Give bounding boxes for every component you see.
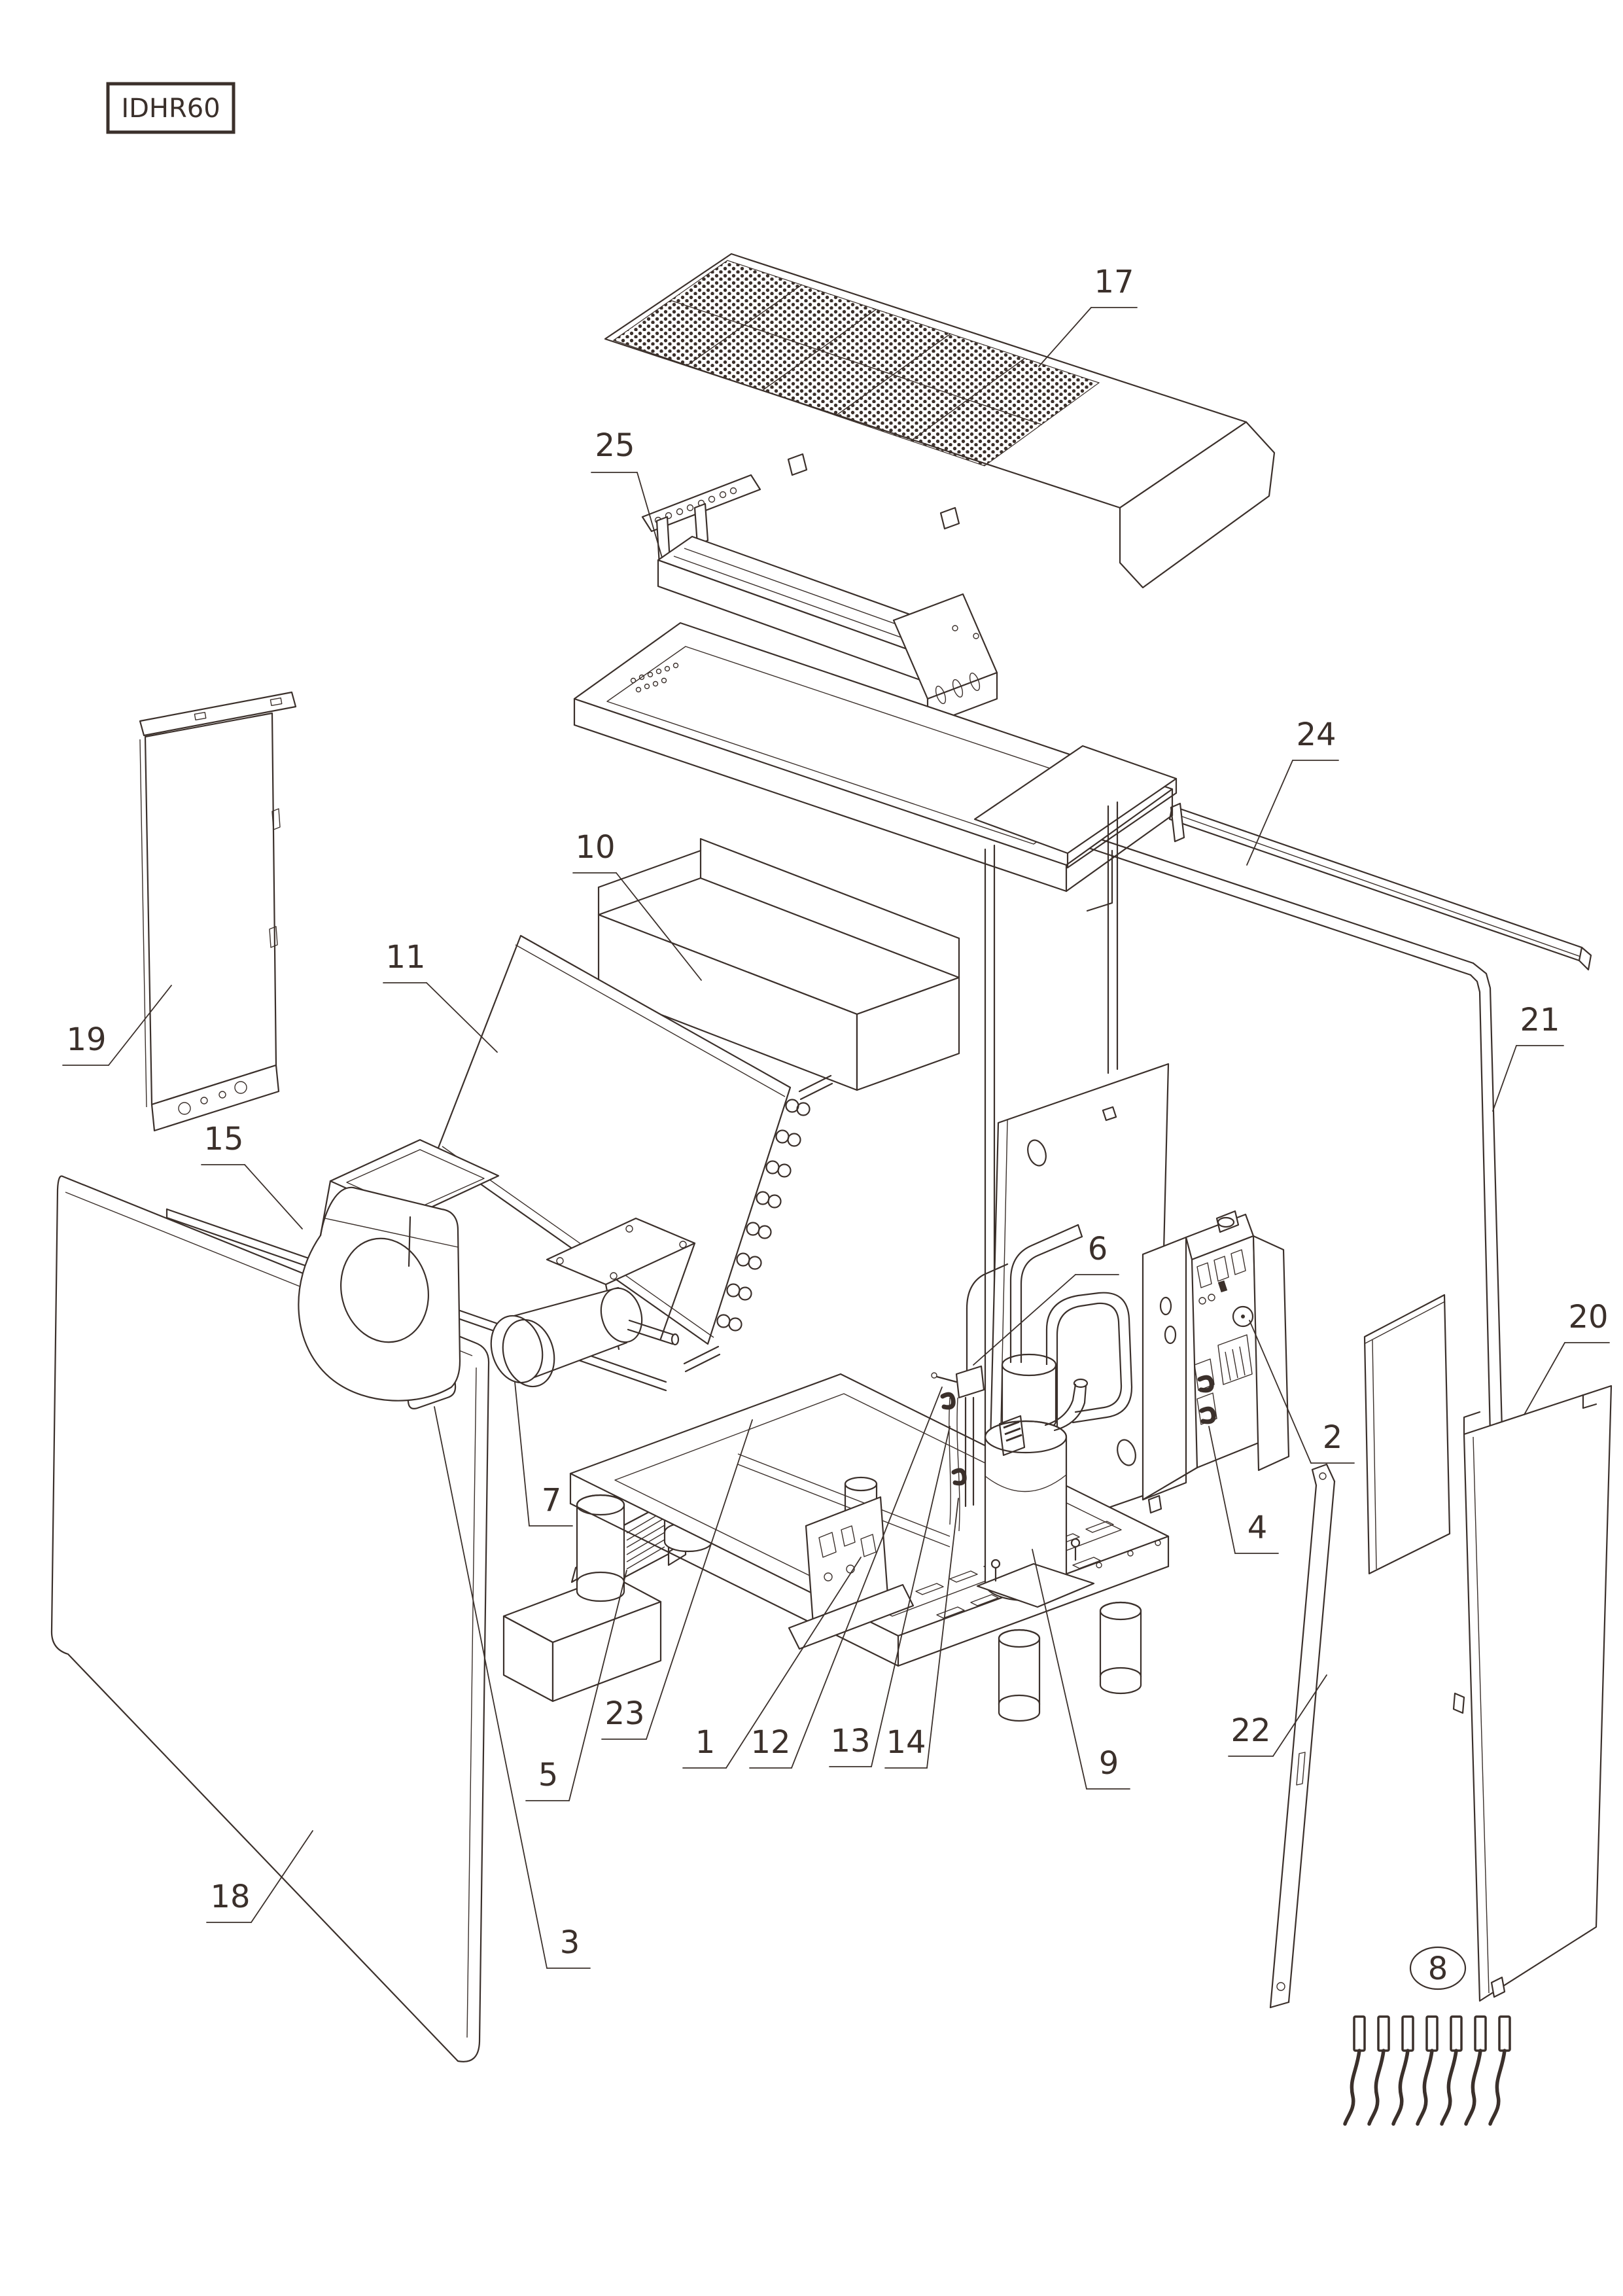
callout-24: 24 <box>1296 716 1336 753</box>
callout-9: 9 <box>1099 1745 1119 1782</box>
part-22-mounting-strip <box>1269 1463 1336 2009</box>
leader-lines <box>62 307 1610 1969</box>
part-11-evaporator-coil <box>435 934 833 1373</box>
callout-labels: 17 25 24 10 11 19 21 15 6 20 2 7 4 23 1 … <box>66 264 1609 1990</box>
foot <box>1099 1601 1142 1695</box>
part-17-top-grille-cover <box>604 253 1276 589</box>
callout-3: 3 <box>560 1924 580 1961</box>
part-19-left-side-panel <box>139 691 297 1132</box>
foot <box>998 1629 1041 1722</box>
callout-20: 20 <box>1568 1299 1608 1335</box>
callout-1: 1 <box>695 1724 716 1761</box>
rail-perforations <box>654 487 737 524</box>
part-15-blower-housing <box>298 1139 500 1402</box>
part-25-support-rail <box>641 474 998 726</box>
wire <box>1393 2017 1413 2124</box>
model-badge: IDHR60 <box>106 82 236 134</box>
electrical-box-pcb <box>1194 1249 1254 1425</box>
middle-cover-panel <box>1363 1294 1451 1575</box>
callout-11: 11 <box>385 939 425 976</box>
part-24-top-strip <box>1168 802 1592 971</box>
service-valve <box>955 1365 985 1399</box>
callout-22: 22 <box>1230 1712 1270 1749</box>
sensor-clip-13 <box>940 1392 956 1410</box>
model-badge-label: IDHR60 <box>121 94 220 124</box>
wire-clamp <box>1199 1406 1216 1424</box>
wire <box>1369 2017 1389 2124</box>
compressor-label-sticker <box>998 1415 1026 1457</box>
part-20-right-side-panel <box>1452 1385 1613 2002</box>
part-8-wire-set <box>1345 2017 1510 2124</box>
callout-5: 5 <box>538 1757 559 1793</box>
sensor-clip-14 <box>951 1468 967 1486</box>
callout-14: 14 <box>886 1724 926 1761</box>
callout-8: 8 <box>1428 1951 1448 1987</box>
part-7-fan-motor <box>490 1217 696 1388</box>
wire <box>1490 2017 1510 2124</box>
callout-23: 23 <box>604 1695 644 1732</box>
callout-13: 13 <box>830 1723 870 1759</box>
wire-clamp <box>1197 1375 1214 1393</box>
callout-7: 7 <box>542 1482 562 1519</box>
part-9-compressor <box>976 1353 1095 1608</box>
callout-2: 2 <box>1323 1419 1343 1456</box>
callout-4: 4 <box>1248 1510 1268 1546</box>
callout-18: 18 <box>210 1879 250 1915</box>
callout-21: 21 <box>1520 1002 1560 1038</box>
callout-25: 25 <box>595 427 635 464</box>
wire <box>1442 2017 1461 2124</box>
callout-15: 15 <box>203 1121 243 1157</box>
transformer-coil <box>626 1510 665 1570</box>
callout-12: 12 <box>750 1724 790 1761</box>
callout-6: 6 <box>1088 1231 1108 1267</box>
part-10-duct-tray <box>597 838 960 1091</box>
part-21-corner-frame <box>1056 824 1503 1436</box>
part-6-refrigerant-tubes <box>931 1224 1133 1532</box>
wire <box>1418 2017 1437 2124</box>
part-2-electrical-box <box>1142 1210 1290 1514</box>
callout-17: 17 <box>1094 264 1134 300</box>
frame-perforations <box>630 662 679 693</box>
wire <box>1345 2017 1365 2124</box>
callout-19: 19 <box>66 1021 106 1058</box>
callout-8-circled: 8 <box>1409 1946 1467 1990</box>
callout-10: 10 <box>575 829 615 866</box>
wire <box>1466 2017 1486 2124</box>
coil-tubes <box>716 1099 811 1332</box>
